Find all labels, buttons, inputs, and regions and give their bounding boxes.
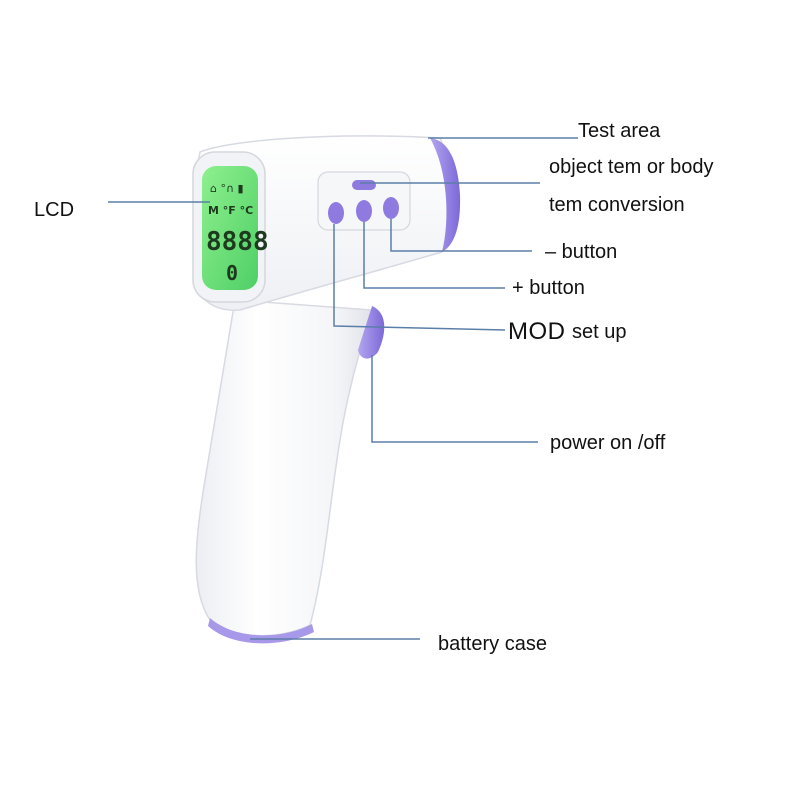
label-lcd: LCD <box>34 199 75 221</box>
callout-power <box>371 355 538 443</box>
label-object-tem-line2: tem conversion <box>549 194 685 216</box>
lcd-digits: 8888 <box>206 227 269 257</box>
label-plus-button: + button <box>512 277 585 299</box>
label-object-tem-line1: object tem or body <box>549 156 714 178</box>
lcd-decimal: 0 <box>226 261 238 285</box>
battery-case-band <box>208 618 314 644</box>
power-trigger <box>358 306 385 359</box>
label-minus-button: – button <box>545 241 618 263</box>
label-set-up: set up <box>572 321 627 343</box>
callout-minus <box>390 219 532 252</box>
label-battery-case: battery case <box>438 633 547 655</box>
lcd-flags: M °F °C <box>208 204 253 217</box>
callout-plus <box>363 222 505 289</box>
label-power: power on /off <box>550 432 666 454</box>
label-mod: MOD <box>508 318 566 345</box>
handle <box>195 299 373 637</box>
lcd-screen <box>202 166 258 290</box>
callout-mod <box>333 224 506 331</box>
conversion-switch <box>352 180 376 190</box>
mod-button-shape <box>328 202 344 224</box>
minus-button-shape <box>383 197 399 219</box>
lcd-icons: ⌂ °∩ ▮ <box>210 182 244 195</box>
test-area-nose <box>430 138 461 252</box>
plus-button-shape <box>356 200 372 222</box>
callout-lines <box>108 137 578 640</box>
label-test-area: Test area <box>578 120 661 142</box>
